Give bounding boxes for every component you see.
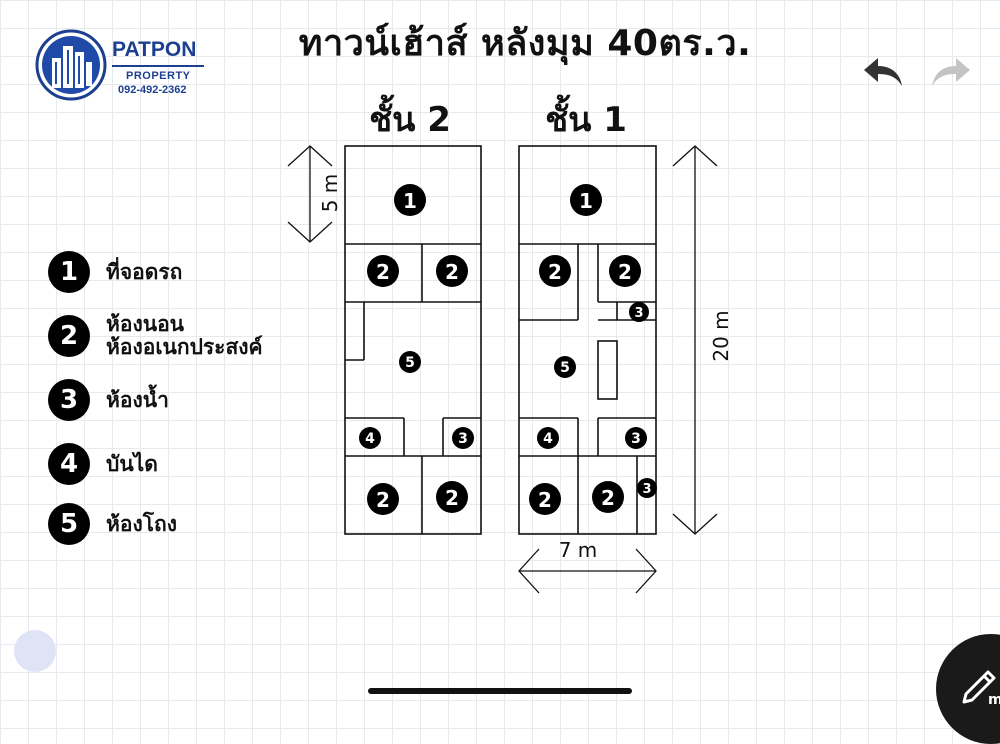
room-marker: 4: [359, 427, 381, 449]
assistive-touch-button[interactable]: [14, 630, 56, 672]
svg-text:5: 5: [405, 355, 415, 371]
room-marker: 3: [637, 478, 657, 498]
svg-text:m: m: [988, 692, 1000, 708]
undo-button[interactable]: [860, 52, 908, 92]
svg-text:4: 4: [543, 431, 553, 447]
legend-label: ห้องโถง: [106, 511, 177, 536]
svg-text:2: 2: [548, 260, 562, 284]
redo-arrow-icon: [932, 58, 970, 86]
legend-number: 3: [48, 379, 90, 421]
floor-2-walls: [344, 145, 482, 535]
floor-2-label: ชั้น 2: [369, 100, 451, 140]
svg-text:5: 5: [560, 360, 570, 376]
svg-text:2: 2: [445, 260, 459, 284]
logo-phone: 092-492-2362: [118, 84, 187, 96]
logo-name: PATPON: [112, 38, 197, 61]
svg-text:1: 1: [403, 189, 417, 213]
svg-text:3: 3: [642, 482, 651, 497]
dimension-5m: 5 m: [318, 174, 342, 213]
legend-item-4: 4 บันได: [48, 442, 158, 486]
legend-label-line-1: ห้องนอน: [106, 312, 185, 336]
room-marker: 3: [625, 427, 647, 449]
logo-subtitle: PROPERTY: [126, 70, 191, 82]
svg-text:3: 3: [631, 431, 641, 447]
legend-label: บันได: [106, 451, 158, 476]
legend-label: ที่จอดรถ: [106, 259, 183, 284]
home-indicator[interactable]: [368, 688, 632, 694]
page-title: ทาวน์เฮ้าส์ หลังมุม 40ตร.ว.: [298, 23, 752, 64]
room-markers: 1 2 2 5 4 3 2 2 1 2 2 3 5 4 3 2 2 3: [359, 184, 657, 515]
room-marker: 4: [537, 427, 559, 449]
svg-text:2: 2: [618, 260, 632, 284]
legend-number: 4: [48, 443, 90, 485]
room-marker: 1: [570, 184, 602, 216]
floor-1-label: ชั้น 1: [545, 100, 627, 140]
logo-building-icon: [35, 29, 107, 101]
room-marker: 5: [554, 356, 576, 378]
svg-text:2: 2: [538, 488, 552, 512]
undo-arrow-icon: [864, 58, 902, 86]
svg-text:4: 4: [365, 431, 375, 447]
room-marker: 3: [452, 427, 474, 449]
svg-text:2: 2: [601, 486, 615, 510]
legend-number: 2: [48, 315, 90, 357]
room-marker: 2: [609, 255, 641, 287]
legend-label-line-2: ห้องอเนกประสงค์: [106, 335, 263, 359]
room-marker: 3: [629, 302, 649, 322]
room-marker: 2: [367, 483, 399, 515]
room-marker: 2: [529, 483, 561, 515]
svg-text:2: 2: [445, 486, 459, 510]
dimension-7m: 7 m: [559, 538, 598, 562]
svg-text:3: 3: [458, 431, 468, 447]
legend-item-2: 2 ห้องนอน ห้องอเนกประสงค์: [48, 313, 263, 359]
legend-item-3: 3 ห้องน้ำ: [48, 378, 169, 422]
legend-label: ห้องนอน ห้องอเนกประสงค์: [106, 313, 263, 359]
room-marker: 1: [394, 184, 426, 216]
svg-text:3: 3: [634, 306, 643, 321]
dimension-20m: 20 m: [709, 310, 733, 361]
room-marker: 2: [436, 481, 468, 513]
legend-number: 1: [48, 251, 90, 293]
logo-divider: [112, 65, 204, 67]
room-marker: 2: [436, 255, 468, 287]
redo-button[interactable]: [926, 52, 974, 92]
legend-label: ห้องน้ำ: [106, 387, 169, 412]
room-marker: 2: [539, 255, 571, 287]
svg-text:2: 2: [376, 260, 390, 284]
legend-number: 5: [48, 503, 90, 545]
room-marker: 2: [592, 481, 624, 513]
svg-text:1: 1: [579, 189, 593, 213]
room-marker: 2: [367, 255, 399, 287]
dimension-arrows: [287, 145, 718, 594]
svg-text:2: 2: [376, 488, 390, 512]
room-marker: 5: [399, 351, 421, 373]
legend-item-5: 5 ห้องโถง: [48, 502, 177, 546]
floor-plan: 5 m 20 m 7 m 1 2 2 5 4 3 2 2 1 2 2 3 5 4…: [287, 145, 733, 594]
floor-1-walls: [518, 145, 657, 535]
pencil-ruler-icon: m: [962, 670, 1000, 708]
legend-item-1: 1 ที่จอดรถ: [48, 250, 182, 294]
logo: [34, 28, 108, 102]
